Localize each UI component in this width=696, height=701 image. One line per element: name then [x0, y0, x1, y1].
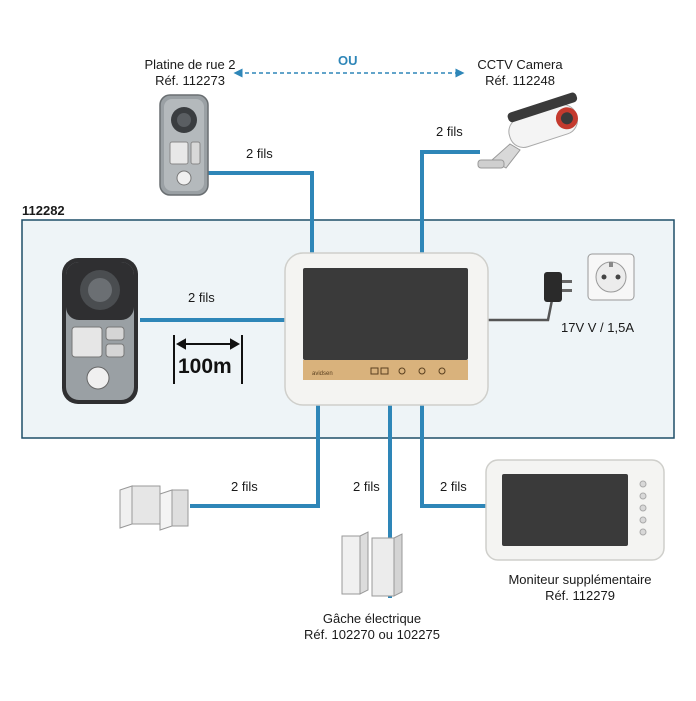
lock-name: Gâche électrique [322, 611, 422, 626]
power-adapter-icon [544, 272, 572, 302]
cctv-ref: Réf. 112248 [485, 73, 555, 88]
svg-text:avidsen: avidsen [312, 371, 333, 377]
main-door-station-icon [62, 258, 138, 404]
wire-power [488, 299, 554, 322]
wires-platine2-label: 2 fils [246, 146, 273, 161]
monitor2-ref: Réf. 112279 [545, 588, 615, 603]
door-station-icon [159, 94, 209, 196]
wire-monitor2 [420, 405, 490, 508]
video-monitor-icon: avidsen [284, 252, 489, 406]
cctv-name: CCTV Camera [477, 57, 563, 72]
wires-cctv-label: 2 fils [436, 124, 463, 139]
wires-lock-center-label: 2 fils [353, 479, 380, 494]
lock-ref: Réf. 102270 ou 102275 [304, 627, 440, 642]
distance-indicator [173, 335, 243, 384]
electric-strike-left-icon [119, 485, 189, 531]
wall-socket-icon [587, 253, 635, 301]
power-label: 17V V / 1,5A [561, 320, 634, 335]
cctv-camera-icon [477, 92, 578, 169]
ou-label: OU [338, 53, 358, 68]
wire-lock-left [190, 405, 320, 508]
wires-lock-left-label: 2 fils [231, 479, 258, 494]
monitor2-name: Moniteur supplémentaire [508, 572, 652, 587]
electric-strike-center-icon [341, 531, 403, 597]
platine2-ref: Réf. 112273 [155, 73, 225, 88]
distance-label: 100m [178, 355, 232, 378]
wires-monitor2-label: 2 fils [440, 479, 467, 494]
wire-cctv [420, 150, 480, 253]
platine2-name: Platine de rue 2 [144, 57, 236, 72]
additional-monitor-icon [485, 459, 665, 561]
wire-platine2 [208, 171, 314, 253]
kit-ref-label: 112282 [22, 203, 65, 218]
wires-main-label: 2 fils [188, 290, 215, 305]
